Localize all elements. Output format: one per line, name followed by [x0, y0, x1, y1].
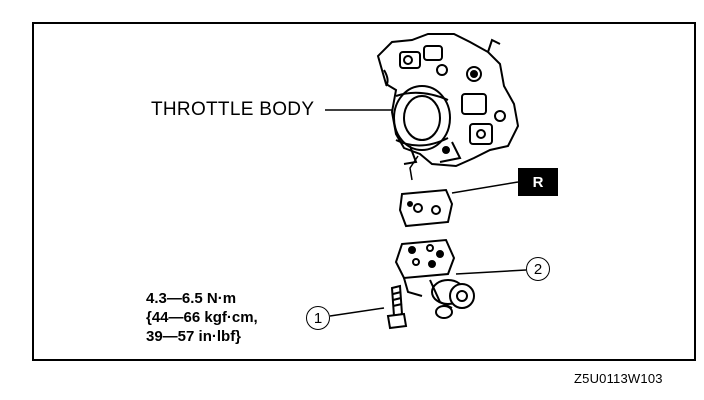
callout-2: 2: [526, 257, 550, 281]
callout-1-leader-line: [329, 307, 385, 317]
throttle-body-part: [376, 33, 520, 168]
callout-1: 1: [306, 306, 330, 330]
torque-spec-inlbf: 39—57 in·lbf}: [146, 328, 242, 345]
diagram-frame: [32, 22, 696, 361]
throttle-body-tube: [409, 155, 419, 181]
torque-spec-nm: 4.3—6.5 N·m: [146, 290, 237, 307]
gasket-part: [398, 188, 454, 228]
air-valve-part: [394, 238, 475, 319]
replace-badge: R: [518, 168, 558, 196]
throttle-body-label: THROTTLE BODY: [151, 99, 315, 120]
figure-id: Z5U0113W103: [574, 371, 663, 386]
gasket-leader-line: [451, 181, 519, 194]
callout-2-leader-line: [455, 269, 527, 275]
torque-spec-kgfcm: {44—66 kgf·cm,: [146, 309, 258, 326]
bolt-part: [386, 284, 408, 330]
